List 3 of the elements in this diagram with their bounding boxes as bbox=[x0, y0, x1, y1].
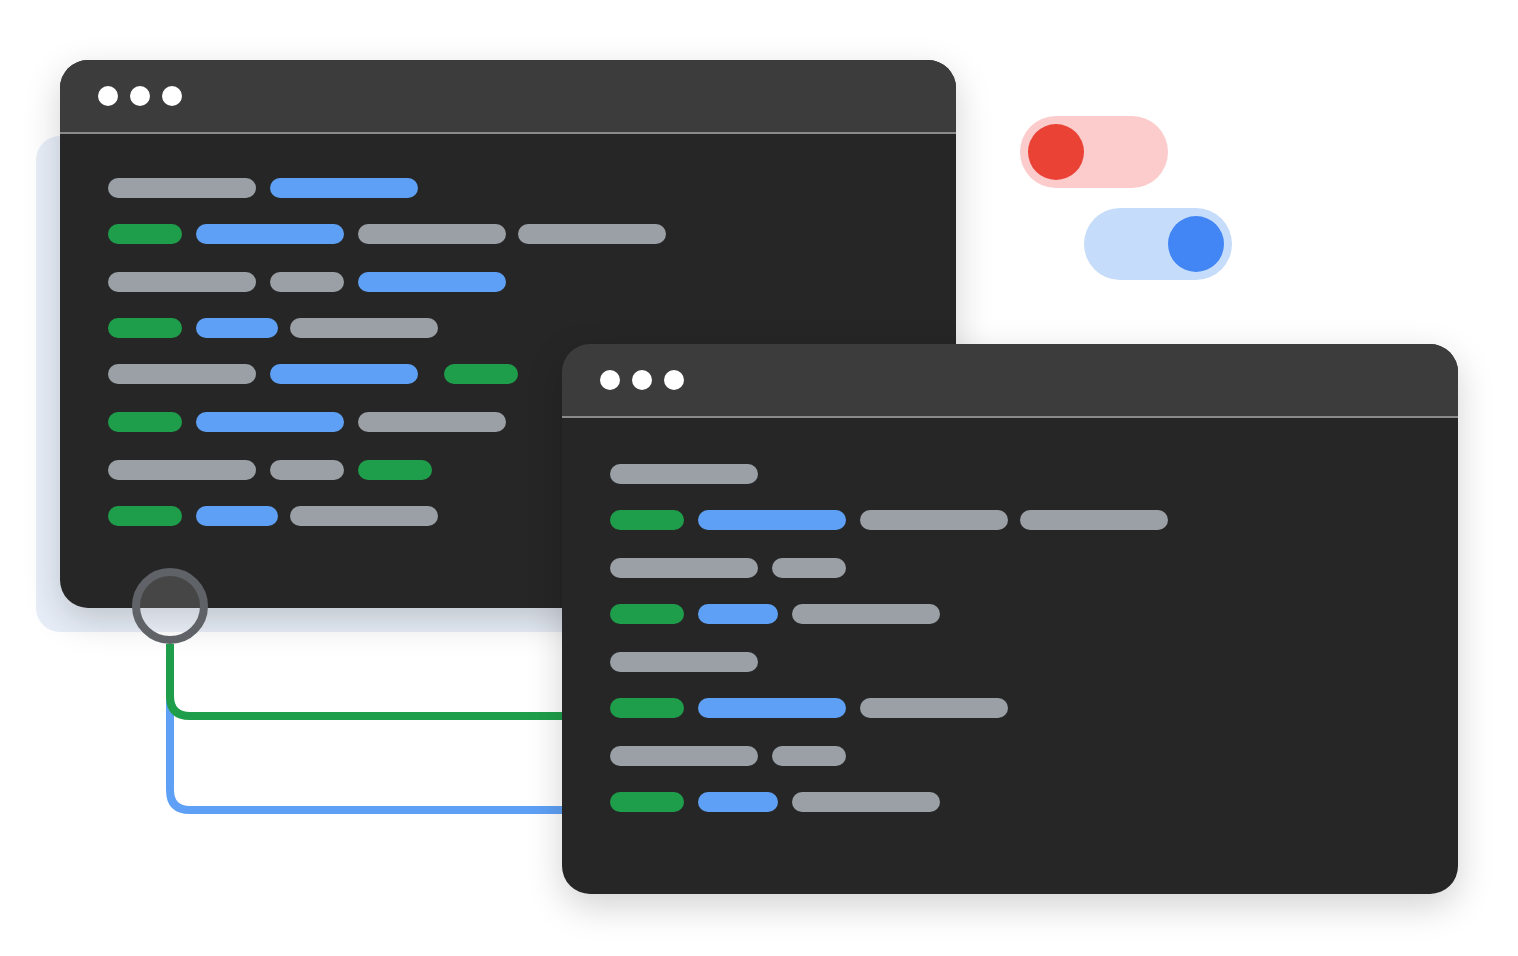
connector-ring bbox=[132, 568, 208, 644]
connector-line bbox=[166, 644, 562, 720]
code-window bbox=[562, 344, 1458, 894]
